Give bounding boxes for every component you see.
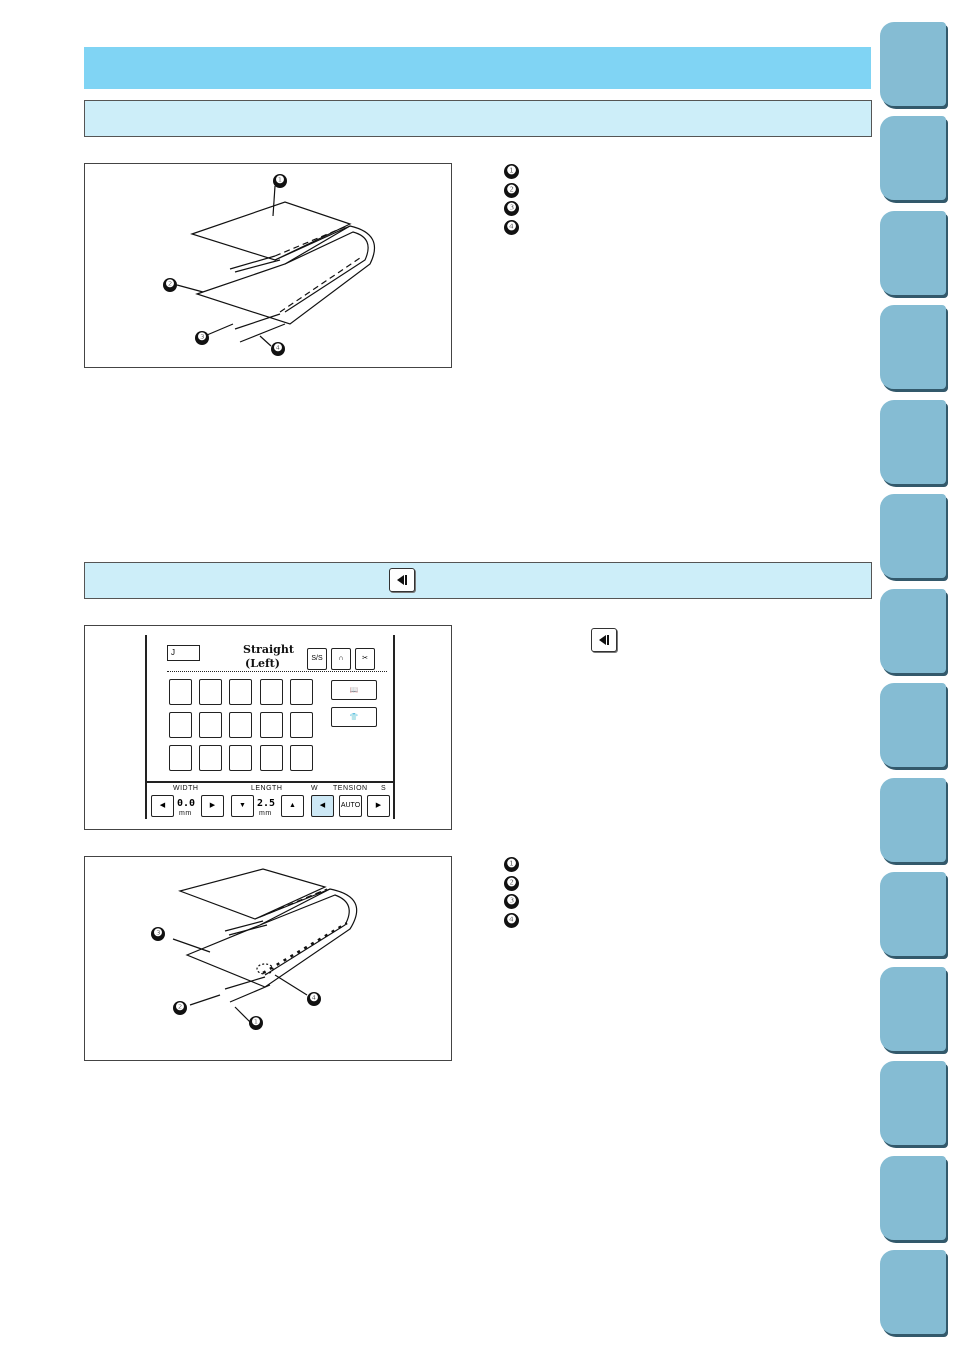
chapter-tab[interactable] bbox=[880, 494, 946, 578]
stitch-key[interactable] bbox=[260, 712, 283, 738]
stitch-key[interactable] bbox=[169, 745, 192, 771]
legend-list-1: ❶ ❷ ❸ ❹ bbox=[504, 164, 519, 238]
chapter-tab[interactable] bbox=[880, 116, 946, 200]
legend-number-3: ❸ bbox=[504, 894, 519, 909]
callout-3: ❸ bbox=[151, 927, 165, 941]
left-needle-button-icon bbox=[389, 568, 415, 592]
lcd-screen: J Straight (Left) S/S ∩ ✂ 📖 👕 WIDTH LENG… bbox=[145, 635, 395, 819]
fabric-illustration-1 bbox=[176, 185, 375, 347]
chapter-tab[interactable] bbox=[880, 683, 946, 767]
section-heading-bar-2 bbox=[84, 562, 872, 599]
chapter-tab[interactable] bbox=[880, 1156, 946, 1240]
chapter-tab[interactable] bbox=[880, 1061, 946, 1145]
chapter-tab[interactable] bbox=[880, 778, 946, 862]
callout-3: ❸ bbox=[195, 331, 209, 345]
width-unit: mm bbox=[179, 810, 192, 817]
callout-1: ❶ bbox=[273, 174, 287, 188]
width-decrease-button[interactable]: ◀ bbox=[151, 795, 174, 817]
chapter-tab[interactable] bbox=[880, 305, 946, 389]
tension-left-button[interactable]: ◀ bbox=[311, 795, 334, 817]
chapter-tab[interactable] bbox=[880, 400, 946, 484]
chapter-tab[interactable] bbox=[880, 589, 946, 673]
stitch-key[interactable] bbox=[260, 679, 283, 705]
stitch-key[interactable] bbox=[229, 745, 252, 771]
width-label: WIDTH bbox=[173, 785, 199, 792]
left-needle-button-icon bbox=[591, 628, 617, 652]
callout-4: ❹ bbox=[271, 342, 285, 356]
legend-number-4: ❹ bbox=[504, 912, 519, 928]
presser-foot-indicator: J bbox=[167, 645, 200, 661]
length-decrease-button[interactable]: ▼ bbox=[231, 795, 254, 817]
stitch-key[interactable] bbox=[199, 679, 222, 705]
stitch-key[interactable] bbox=[169, 679, 192, 705]
length-value: 2.5 bbox=[257, 798, 276, 809]
legend-number-1: ❶ bbox=[504, 164, 519, 179]
chapter-tab[interactable] bbox=[880, 872, 946, 956]
stitch-key[interactable] bbox=[290, 712, 313, 738]
stitch-name-line2: (Left) bbox=[245, 657, 280, 670]
tension-label: TENSION bbox=[333, 785, 368, 792]
cut-thread-button[interactable]: ✂ bbox=[355, 648, 375, 670]
callout-4: ❹ bbox=[307, 992, 321, 1006]
reverse-stitch-button[interactable]: ∩ bbox=[331, 648, 351, 670]
tension-right-button[interactable]: ▶ bbox=[367, 795, 390, 817]
stitch-key[interactable] bbox=[290, 679, 313, 705]
legend-number-4: ❹ bbox=[504, 219, 519, 235]
stitch-key[interactable] bbox=[290, 745, 313, 771]
fabric-illustration-2 bbox=[172, 868, 358, 1023]
tension-auto-button[interactable]: AUTO bbox=[339, 795, 362, 817]
chapter-tab[interactable] bbox=[880, 1250, 946, 1334]
legend-number-2: ❷ bbox=[504, 182, 519, 198]
section-heading-bar-1 bbox=[84, 100, 872, 137]
manual-button[interactable]: 📖 bbox=[331, 680, 377, 700]
length-label: LENGTH bbox=[251, 785, 283, 792]
stitch-key[interactable] bbox=[169, 712, 192, 738]
figure-lcd-screen: J Straight (Left) S/S ∩ ✂ 📖 👕 WIDTH LENG… bbox=[84, 625, 452, 830]
width-increase-button[interactable]: ▶ bbox=[201, 795, 224, 817]
legend-list-2: ❶ ❷ ❸ ❹ bbox=[504, 857, 519, 931]
legend-number-2: ❷ bbox=[504, 875, 519, 891]
length-increase-button[interactable]: ▲ bbox=[281, 795, 304, 817]
callout-2: ❷ bbox=[163, 278, 177, 292]
stitch-name-line1: Straight bbox=[243, 643, 294, 656]
chapter-tab[interactable] bbox=[880, 211, 946, 295]
stitch-key[interactable] bbox=[229, 679, 252, 705]
tension-w-label: W bbox=[311, 785, 319, 792]
category-button[interactable]: 👕 bbox=[331, 707, 377, 727]
chapter-tab[interactable] bbox=[880, 22, 946, 106]
length-unit: mm bbox=[259, 810, 272, 817]
stitch-key[interactable] bbox=[199, 712, 222, 738]
figure-fabric-seam-2: ❸ ❷ ❶ ❹ bbox=[84, 856, 452, 1061]
needle-mode-button[interactable]: S/S bbox=[307, 648, 327, 670]
legend-number-3: ❸ bbox=[504, 201, 519, 216]
stitch-key[interactable] bbox=[229, 712, 252, 738]
width-value: 0.0 bbox=[177, 798, 196, 809]
callout-1: ❶ bbox=[249, 1016, 263, 1030]
stitch-key[interactable] bbox=[260, 745, 283, 771]
figure-fabric-seam-1: ❶ ❷ ❸ ❹ bbox=[84, 163, 452, 368]
page-title-bar bbox=[84, 47, 871, 89]
legend-number-1: ❶ bbox=[504, 857, 519, 872]
stitch-key[interactable] bbox=[199, 745, 222, 771]
chapter-tab[interactable] bbox=[880, 967, 946, 1051]
tension-s-label: S bbox=[381, 785, 387, 792]
callout-2: ❷ bbox=[173, 1001, 187, 1015]
